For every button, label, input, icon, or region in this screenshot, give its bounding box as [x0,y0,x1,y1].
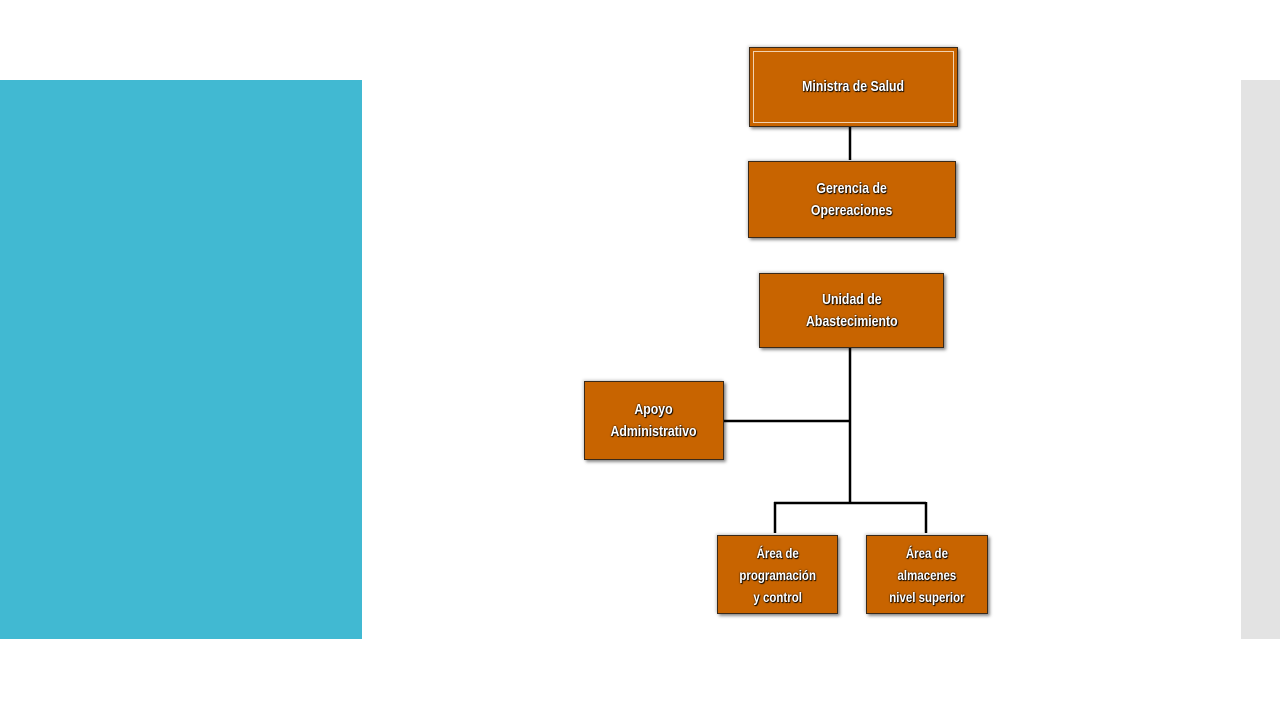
node-ministra-label: Ministra de Salud [802,78,905,95]
left-accent-panel [0,80,362,639]
node-ministra-de-salud: Ministra de Salud [749,47,958,127]
node-gerencia-de-operaciones: Gerencia de Opereaciones [748,161,956,238]
node-area-de-almacenes: Área de almacenes nivel superior [866,535,988,614]
node-apoyo-administrativo: Apoyo Administrativo [584,381,724,460]
node-unidad-label: Unidad de Abastecimiento [805,290,898,330]
node-gerencia-label: Gerencia de Opereaciones [811,179,893,219]
node-area-almacenes-label: Área de almacenes nivel superior [889,544,965,605]
node-unidad-de-abastecimiento: Unidad de Abastecimiento [759,273,944,348]
right-accent-panel [1241,80,1280,639]
node-area-programacion-label: Área de programación y control [739,544,816,605]
node-area-de-programacion: Área de programación y control [717,535,838,614]
node-apoyo-label: Apoyo Administrativo [610,400,698,440]
